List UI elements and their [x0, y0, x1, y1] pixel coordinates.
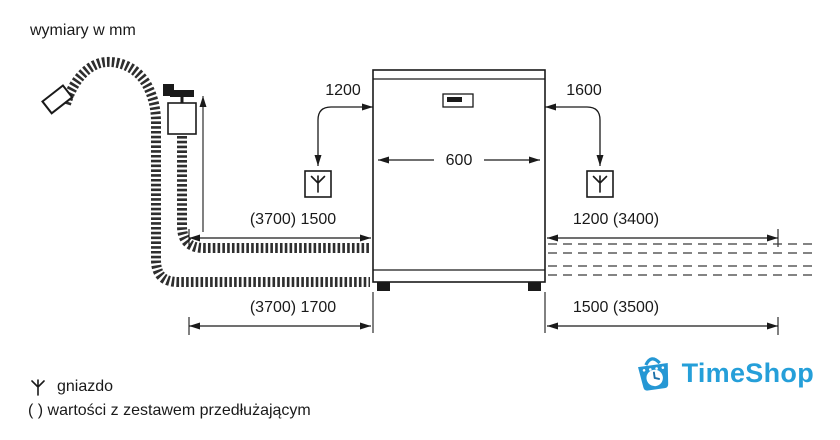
cord-right-label: 1600	[566, 82, 602, 99]
socket-icon-left	[310, 175, 326, 193]
dimension-mid-right: 1200 (3400)	[547, 211, 779, 247]
socket-icon-right	[592, 175, 608, 193]
width-dimension-label: 600	[446, 152, 473, 169]
legend: gniazdo ( ) wartości z zestawem przedłuż…	[28, 377, 311, 420]
legend-socket-label: gniazdo	[57, 378, 114, 395]
mid-left-label: (3700) 1500	[250, 211, 336, 228]
timeshop-logo: TimeShop	[633, 352, 814, 394]
right-foot	[528, 282, 541, 291]
logo-text: TimeShop	[681, 357, 814, 388]
cord-dimension-left: 1200	[304, 82, 373, 198]
socket-icon	[31, 379, 45, 396]
legend-extension-note: ( ) wartości z zestawem przedłużającym	[28, 402, 311, 419]
dishwasher-outline	[372, 69, 546, 291]
legend-socket-row: gniazdo	[28, 377, 311, 397]
units-note: wymiary w mm	[30, 22, 136, 39]
drain-extension-dashed-lines	[548, 243, 812, 276]
bottom-right-label: 1500 (3500)	[573, 299, 659, 316]
dimension-mid-left: (3700) 1500	[188, 211, 371, 247]
drain-hose	[41, 56, 370, 287]
shopping-basket-clock-icon	[637, 357, 668, 391]
left-foot	[377, 282, 390, 291]
socket-box-right	[586, 170, 614, 198]
water-tap-icon	[163, 84, 197, 135]
cord-left-label: 1200	[325, 82, 361, 99]
inlet-hose-path	[177, 136, 370, 253]
mid-right-label: 1200 (3400)	[573, 211, 659, 228]
socket-box-left	[304, 170, 332, 198]
inlet-hose	[177, 136, 370, 253]
width-dimension: 600	[378, 152, 540, 169]
dimension-bottom-right: 1500 (3500)	[544, 292, 779, 335]
dimension-bottom-left: (3700) 1700	[188, 292, 374, 335]
legend-extension-row: ( ) wartości z zestawem przedłużającym	[28, 402, 311, 420]
drain-hose-path	[61, 56, 370, 287]
hose-end-cap	[41, 84, 74, 115]
control-panel-handle	[442, 93, 474, 108]
bottom-left-label: (3700) 1700	[250, 299, 336, 316]
cord-dimension-right: 1600	[545, 82, 614, 198]
